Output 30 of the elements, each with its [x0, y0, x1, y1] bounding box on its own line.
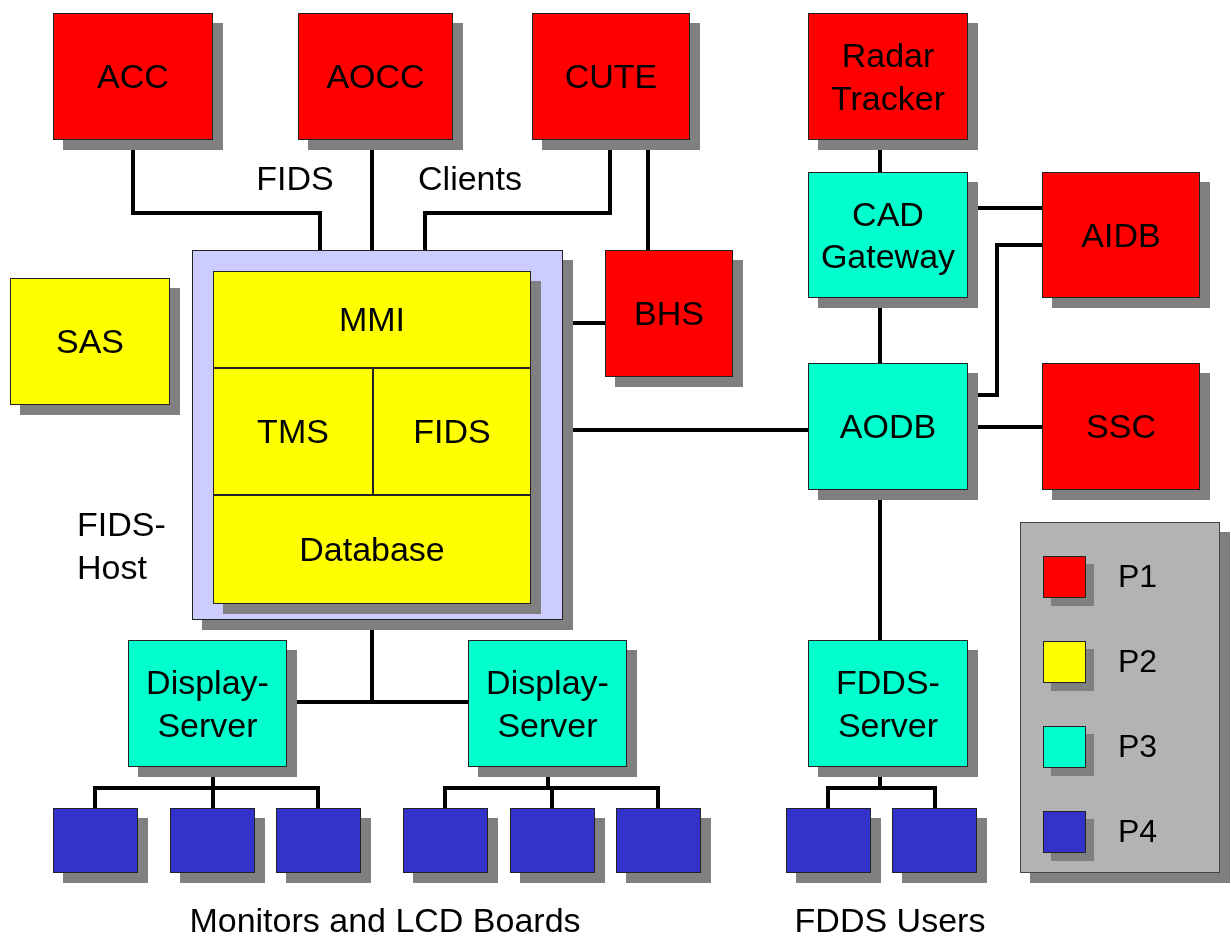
module-cell — [213, 495, 531, 604]
node-label: Database — [298, 529, 446, 571]
node-label: Radar Tracker — [830, 35, 946, 119]
node-label: AODB — [838, 406, 938, 448]
legend-label: P2 — [1118, 643, 1158, 680]
node-label: SSC — [1085, 406, 1157, 448]
caption-text: FDDS Users — [794, 900, 986, 940]
node-label: FIDS — [412, 411, 492, 453]
node-label: AOCC — [325, 56, 426, 98]
legend-label: P4 — [1118, 813, 1158, 850]
caption-text: Clients — [418, 158, 522, 198]
caption-text: Monitors and LCD Boards — [189, 900, 581, 940]
node-label: CUTE — [563, 56, 659, 98]
node-label: MMI — [337, 299, 407, 341]
node-label: CAD Gateway — [819, 193, 957, 277]
module-cell — [213, 271, 531, 368]
node-label: TMS — [256, 411, 330, 453]
module-cell — [213, 368, 373, 495]
node-label: Display- Server — [145, 662, 270, 746]
caption-text: FIDS — [256, 158, 334, 198]
legend-label: P3 — [1118, 728, 1158, 765]
module-cell — [373, 368, 531, 495]
node-label: SAS — [54, 321, 125, 363]
node-label: BHS — [633, 293, 705, 335]
legend-label: P1 — [1118, 558, 1158, 595]
node-label: ACC — [96, 56, 170, 98]
node-label: FDDS- Server — [835, 662, 941, 746]
node-label: Display- Server — [485, 662, 610, 746]
node-label: FIDS- Host — [77, 504, 167, 588]
node-label: AIDB — [1080, 214, 1162, 256]
